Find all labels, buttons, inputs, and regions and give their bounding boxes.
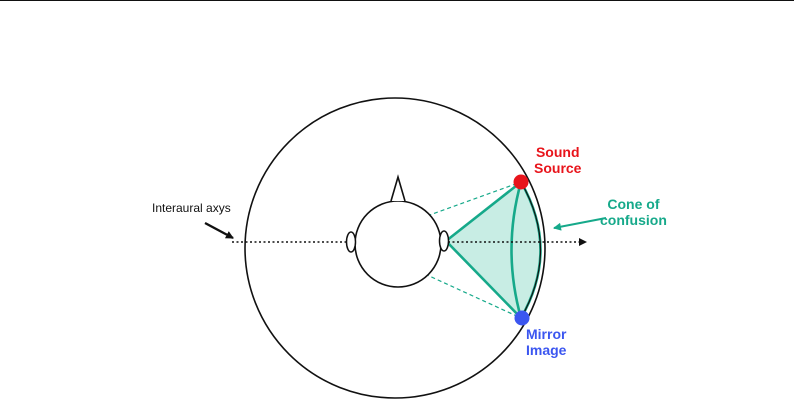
- sound-source-label-line-2: Source: [534, 160, 581, 176]
- sound-source-label: Sound Source: [534, 144, 581, 176]
- left-ear: [347, 232, 356, 252]
- nose: [391, 177, 405, 201]
- mirror-image-label-line-2: Image: [526, 342, 566, 358]
- cone-label-arrow: [554, 218, 606, 228]
- right-ear: [440, 231, 449, 251]
- sound-source-label-line-1: Sound: [534, 144, 581, 160]
- cone-label-line-2: confusion: [600, 212, 667, 228]
- mirror-image-label-line-1: Mirror: [526, 326, 566, 342]
- sound-source-dot: [514, 175, 529, 190]
- mirror-image-dot: [515, 311, 530, 326]
- cone-label-line-1: Cone of: [600, 196, 667, 212]
- axis-label-arrow: [205, 223, 233, 238]
- head-circle: [355, 201, 441, 287]
- mirror-image-label: Mirror Image: [526, 326, 566, 358]
- interaural-axis-label: Interaural axys: [152, 202, 231, 216]
- cone-of-confusion-label: Cone of confusion: [600, 196, 667, 228]
